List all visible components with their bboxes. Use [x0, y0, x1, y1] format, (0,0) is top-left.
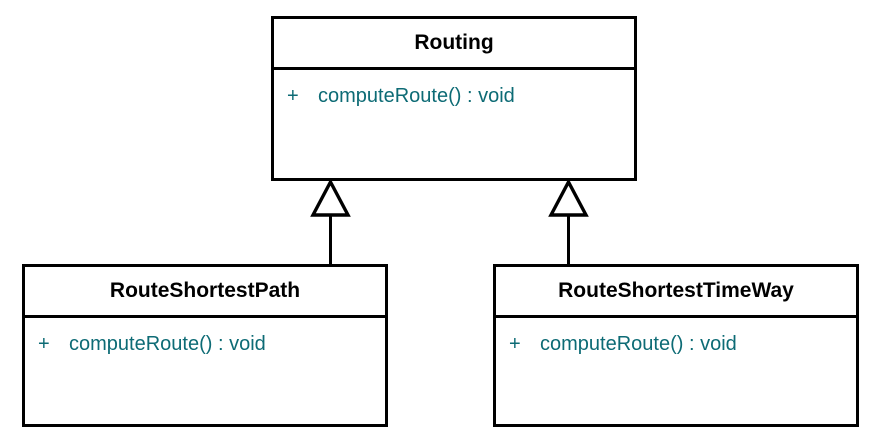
- class-box-routing[interactable]: Routing + computeRoute() : void: [271, 16, 637, 181]
- member-signature: computeRoute() : void: [318, 85, 515, 107]
- class-members-routing: + computeRoute() : void: [274, 70, 634, 110]
- class-members-route-shortest-time-way: + computeRoute() : void: [496, 318, 856, 358]
- class-box-route-shortest-time-way[interactable]: RouteShortestTimeWay + computeRoute() : …: [493, 264, 859, 427]
- member-row[interactable]: + computeRoute() : void: [25, 330, 385, 358]
- member-signature: computeRoute() : void: [540, 333, 737, 355]
- class-box-route-shortest-path[interactable]: RouteShortestPath + computeRoute() : voi…: [22, 264, 388, 427]
- member-visibility-icon: +: [287, 85, 299, 107]
- generalization-line: [567, 216, 570, 266]
- class-name-routing: Routing: [414, 31, 494, 54]
- member-row[interactable]: + computeRoute() : void: [496, 330, 856, 358]
- class-header-routing: Routing: [274, 19, 634, 70]
- class-name-route-shortest-time-way: RouteShortestTimeWay: [558, 279, 794, 302]
- member-row[interactable]: + computeRoute() : void: [274, 82, 634, 110]
- hollow-triangle-arrowhead-icon: [310, 179, 351, 217]
- class-header-route-shortest-path: RouteShortestPath: [25, 267, 385, 318]
- generalization-line: [329, 216, 332, 266]
- class-name-route-shortest-path: RouteShortestPath: [109, 279, 301, 302]
- hollow-triangle-arrowhead-icon: [548, 179, 589, 217]
- class-members-route-shortest-path: + computeRoute() : void: [25, 318, 385, 358]
- member-visibility-icon: +: [509, 333, 521, 355]
- class-header-route-shortest-time-way: RouteShortestTimeWay: [496, 267, 856, 318]
- member-visibility-icon: +: [38, 333, 50, 355]
- member-signature: computeRoute() : void: [69, 333, 266, 355]
